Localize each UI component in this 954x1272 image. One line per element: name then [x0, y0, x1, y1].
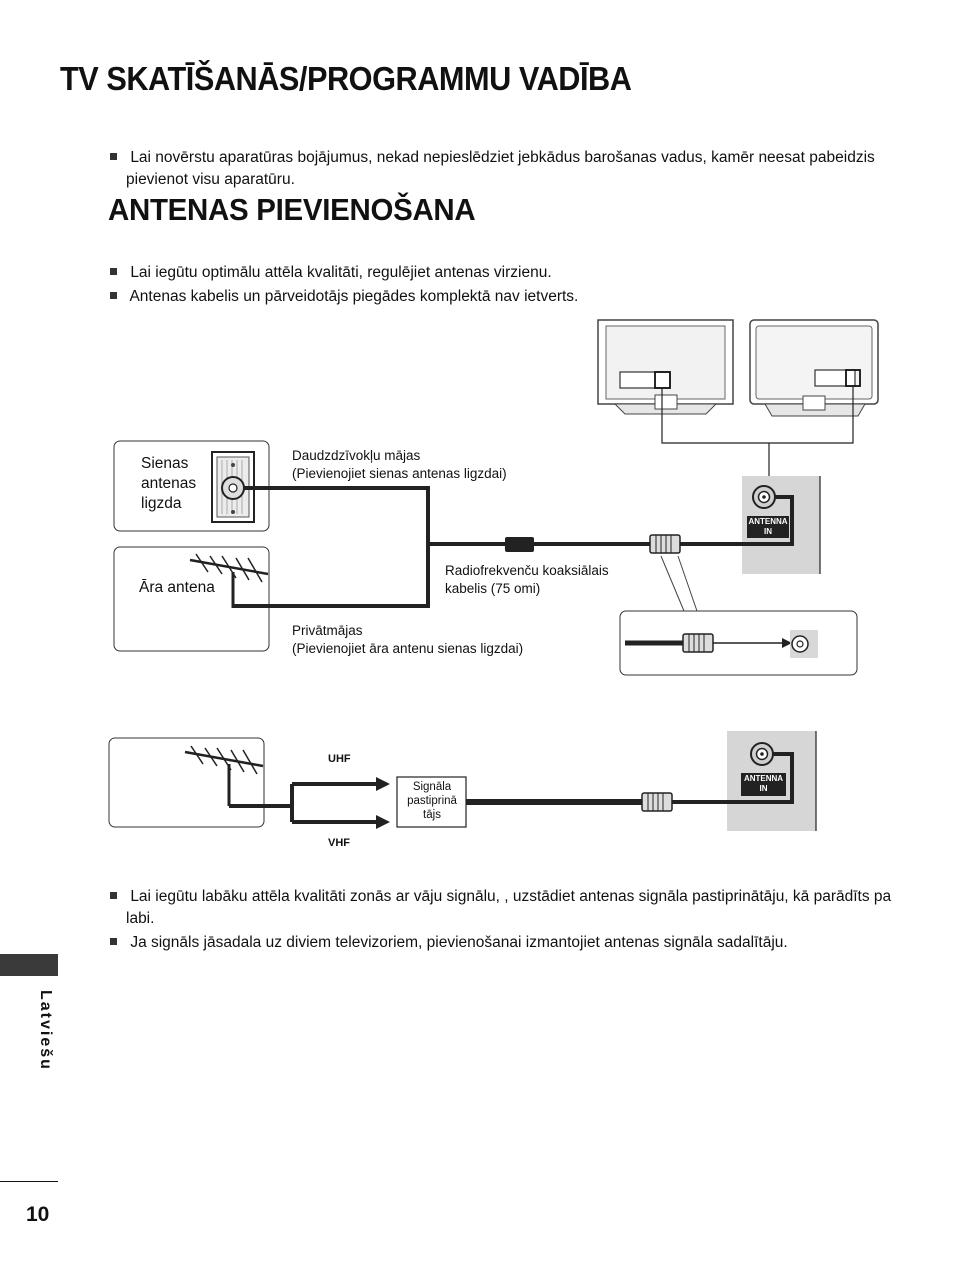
note-bottom-2: Ja signāls jāsadala uz diviem televizori… — [110, 932, 896, 954]
uhf-arrow-icon — [376, 777, 390, 791]
note-bottom-1-text: Lai iegūtu labāku attēla kvalitāti zonās… — [126, 888, 892, 927]
warning-note: Lai novērstu aparatūras bojājumus, nekad… — [110, 147, 896, 191]
ferrite-core-icon — [505, 537, 534, 552]
apartment-caption-line2: (Pievienojiet sienas antenas ligzdai) — [292, 466, 507, 481]
page-number: 10 — [26, 1203, 50, 1226]
coax-cable-caption: Radiofrekvenču koaksiālais kabelis (75 o… — [445, 562, 609, 598]
antenna-in-label-line2: IN — [759, 784, 768, 793]
coax-plug-icon — [649, 534, 681, 554]
note-top-2: Antenas kabelis un pārveidotājs piegādes… — [110, 286, 596, 308]
note-bottom-1: Lai iegūtu labāku attēla kvalitāti zonās… — [110, 886, 896, 930]
note-top-1-text: Lai iegūtu optimālu attēla kvalitāti, re… — [130, 264, 552, 281]
antenna-in-label-line2: IN — [764, 527, 772, 536]
coax-cable-caption-line2: kabelis (75 omi) — [445, 581, 541, 596]
outdoor-antenna-label: Āra antena — [139, 579, 215, 596]
private-house-caption-line1: Privātmājas — [292, 623, 363, 638]
signal-amplifier-label: Signāla pastiprinā tājs — [407, 781, 457, 821]
tv-back-panel-icon — [749, 319, 879, 417]
note-bottom-2-text: Ja signāls jāsadala uz diviem televizori… — [130, 934, 788, 951]
signal-amplifier-box — [396, 776, 467, 828]
note-top-2-text: Antenas kabelis un pārveidotājs piegādes… — [129, 288, 579, 305]
wall-socket-label: Sienas antenas ligzda — [141, 455, 197, 512]
coax-cable-caption-line1: Radiofrekvenču koaksiālais — [445, 563, 609, 578]
page-number-divider — [0, 1181, 58, 1182]
vhf-label: VHF — [328, 837, 350, 849]
vhf-arrow-icon — [376, 815, 390, 829]
outdoor-antenna-icon — [189, 553, 269, 608]
coax-plug-icon — [641, 792, 673, 812]
apartment-caption: Daudzdzīvokļu mājas (Pievienojiet sienas… — [292, 447, 507, 483]
wall-socket-icon — [211, 451, 255, 523]
apartment-caption-line1: Daudzdzīvokļu mājas — [292, 448, 421, 463]
antenna-in-label: ANTENNA IN — [747, 516, 789, 539]
page-title: TV SKATĪŠANĀS/PROGRAMMU VADĪBA — [60, 60, 632, 97]
note-top-1: Lai iegūtu optimālu attēla kvalitāti, re… — [110, 262, 596, 284]
antenna-in-label-line1: ANTENNA — [743, 774, 784, 783]
language-tab-label: Latviešu — [37, 990, 54, 1071]
private-house-caption: Privātmājas (Pievienojiet āra antenu sie… — [292, 622, 523, 658]
outdoor-antenna-icon — [184, 745, 264, 806]
tv-back-panel-icon — [597, 319, 734, 415]
antenna-in-port-panel — [742, 476, 821, 574]
antenna-in-label-line1: ANTENNA — [748, 517, 788, 526]
private-house-caption-line2: (Pievienojiet āra antenu sienas ligzdai) — [292, 641, 524, 656]
antenna-in-port-panel — [727, 731, 817, 831]
section-title: ANTENAS PIEVIENOŠANA — [108, 192, 476, 227]
coax-plug-detail-icon — [625, 630, 818, 658]
uhf-label: UHF — [328, 753, 351, 765]
antenna-in-label: ANTENNA IN — [741, 773, 786, 797]
warning-note-text: Lai novērstu aparatūras bojājumus, nekad… — [126, 149, 875, 188]
language-tab-bar — [0, 954, 58, 976]
